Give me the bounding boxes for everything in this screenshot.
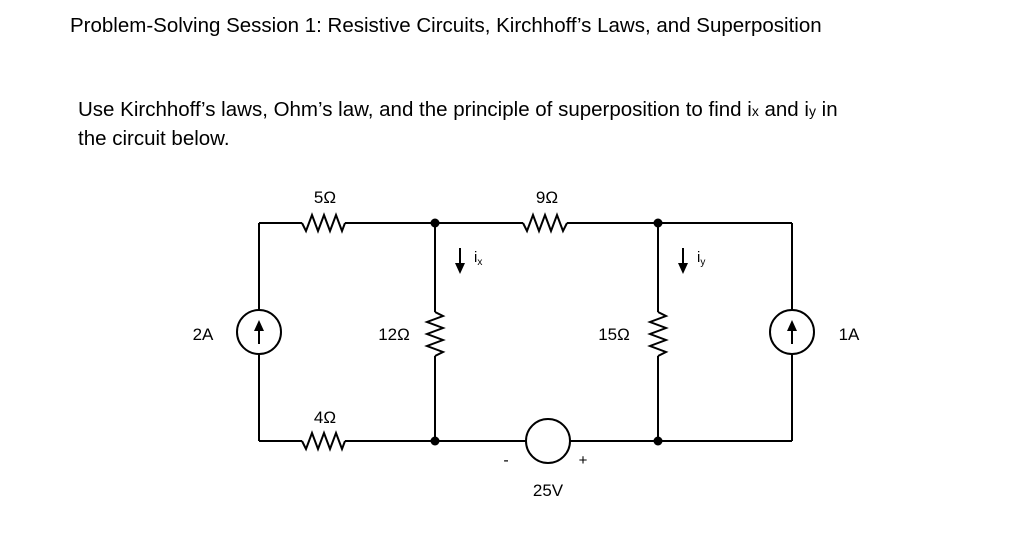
prompt-text: Use Kirchhoff’s laws, Ohm’s law, and the… <box>78 98 752 121</box>
iy-subscript: y <box>808 103 816 119</box>
label-9ohm: 9Ω <box>536 188 558 207</box>
current-source-2a <box>236 309 282 355</box>
iy-sub: y <box>700 257 705 268</box>
resistor-9ohm <box>522 212 568 234</box>
problem-statement: Use Kirchhoff’s laws, Ohm’s law, and the… <box>78 96 978 153</box>
ix-sub: x <box>477 257 482 268</box>
source-2a-arrow-head <box>254 320 264 331</box>
prompt-and: and i <box>758 98 809 121</box>
ix-subscript: x <box>751 103 759 119</box>
resistor-15ohm <box>647 311 669 357</box>
label-ix: ix <box>474 249 482 268</box>
node-top-15ohm <box>653 218 663 228</box>
prompt-in: in <box>815 98 838 121</box>
source-1a-arrow-head <box>787 320 797 331</box>
label-minus: - <box>503 452 508 469</box>
current-source-1a <box>769 309 815 355</box>
label-25v: 25V <box>533 481 564 500</box>
label-2a: 2A <box>193 325 214 344</box>
label-iy: iy <box>697 249 705 268</box>
label-plus: + <box>579 452 588 469</box>
label-1a: 1A <box>839 325 860 344</box>
label-5ohm: 5Ω <box>314 188 336 207</box>
iy-arrow-head <box>678 263 688 274</box>
resistor-4ohm <box>301 430 346 452</box>
label-12ohm: 12Ω <box>378 325 410 344</box>
voltage-source-25v <box>525 418 571 464</box>
ix-arrow-head <box>455 263 465 274</box>
node-top-12ohm <box>430 218 440 228</box>
label-4ohm: 4Ω <box>314 408 336 427</box>
label-15ohm: 15Ω <box>598 325 630 344</box>
prompt-line2: the circuit below. <box>78 127 230 150</box>
page-title: Problem-Solving Session 1: Resistive Cir… <box>70 14 822 37</box>
iy-main: i <box>697 249 700 266</box>
ix-main: i <box>474 249 477 266</box>
resistor-12ohm <box>424 311 446 357</box>
node-bottom-12ohm <box>430 436 440 446</box>
node-bottom-15ohm <box>653 436 663 446</box>
resistor-5ohm <box>301 212 346 234</box>
